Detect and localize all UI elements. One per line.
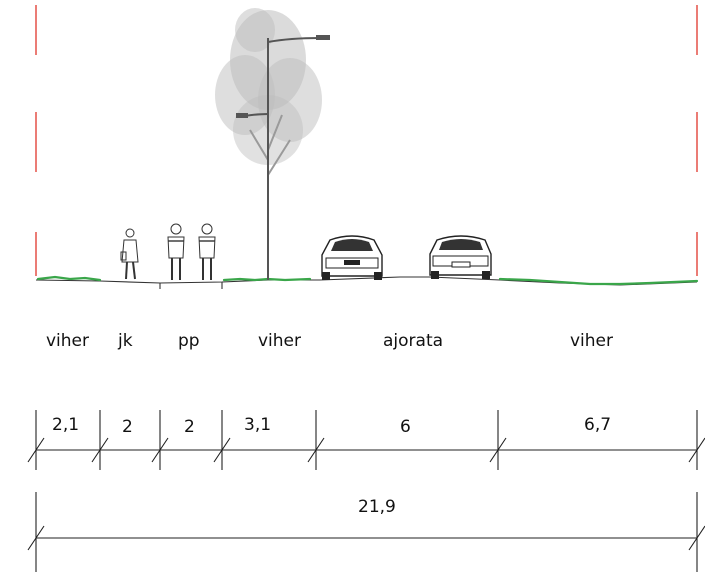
- cyclist-figure-1: [167, 223, 185, 280]
- tree-illustration: [215, 8, 322, 270]
- cyclist-figure-2: [198, 223, 216, 280]
- zone-label: jk: [117, 331, 133, 351]
- total-dimension-line: 21,9: [27, 492, 705, 572]
- section-width-label: 2: [122, 417, 133, 437]
- car-front-view: [321, 235, 383, 280]
- zone-labels: viher jk pp viher ajorata viher: [46, 331, 613, 351]
- zone-label: viher: [46, 331, 89, 351]
- zone-label: pp: [178, 331, 200, 351]
- pedestrian-figure: [120, 228, 139, 280]
- section-width-label: 3,1: [244, 415, 271, 435]
- zone-label: viher: [570, 331, 613, 351]
- total-width-label: 21,9: [358, 497, 396, 517]
- dimension-ticks: [27, 410, 705, 470]
- section-dimension-line: 2,1 2 2 3,1 6 6,7: [27, 410, 705, 470]
- car-rear-view: [429, 235, 492, 279]
- section-width-label: 6: [400, 417, 411, 437]
- section-width-label: 6,7: [584, 415, 611, 435]
- zone-label: viher: [258, 331, 301, 351]
- zone-label: ajorata: [383, 331, 443, 351]
- grass-strips: [36, 275, 699, 286]
- section-width-label: 2,1: [52, 415, 79, 435]
- street-light: [236, 35, 330, 280]
- section-width-label: 2: [184, 417, 195, 437]
